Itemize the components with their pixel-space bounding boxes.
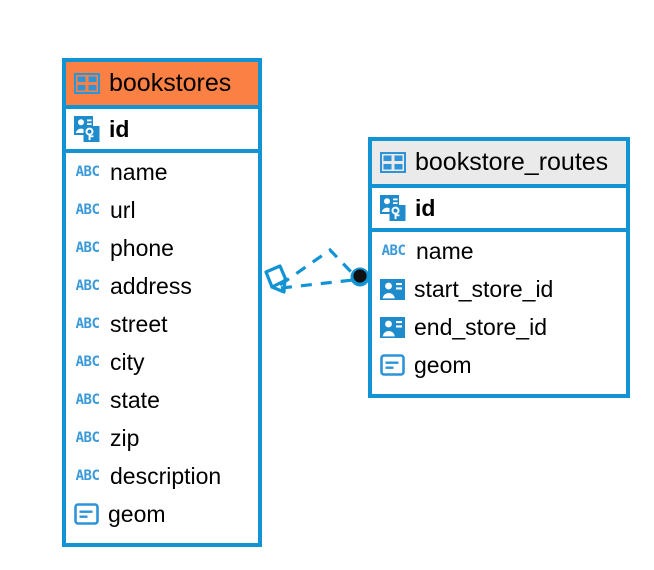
column-name-end-store-id: end_store_id xyxy=(414,313,547,340)
column-name-phone: phone xyxy=(110,234,174,261)
primary-key-icon xyxy=(380,195,406,221)
entity-table-bookstore-routes[interactable]: bookstore_routes id ABC name xyxy=(368,137,630,398)
relationship-line-end-store[interactable] xyxy=(280,278,354,290)
column-row-geom[interactable]: geom xyxy=(372,346,626,384)
table-name-bookstores: bookstores xyxy=(109,69,232,97)
table-name-bookstore-routes: bookstore_routes xyxy=(415,148,609,176)
column-row-geom[interactable]: geom xyxy=(66,495,258,533)
column-name-zip: zip xyxy=(110,424,140,451)
primary-key-icon xyxy=(74,116,100,142)
column-name-description: description xyxy=(110,462,222,489)
column-row-phone[interactable]: ABC phone xyxy=(66,229,258,267)
table-header-bookstores[interactable]: bookstores xyxy=(66,62,258,109)
geometry-icon xyxy=(380,354,405,376)
column-name-id: id xyxy=(415,194,436,221)
table-grid-icon xyxy=(74,73,100,94)
abc-text-icon: ABC xyxy=(381,243,406,259)
column-row-state[interactable]: ABC state xyxy=(66,381,258,419)
column-name-start-store-id: start_store_id xyxy=(414,275,554,302)
column-row-id[interactable]: id xyxy=(372,188,626,232)
column-row-id[interactable]: id xyxy=(66,109,258,153)
column-row-description[interactable]: ABC description xyxy=(66,457,258,495)
column-name-address: address xyxy=(110,272,192,299)
column-row-zip[interactable]: ABC zip xyxy=(66,419,258,457)
filled-circle-marker xyxy=(350,267,370,287)
column-name-geom: geom xyxy=(108,500,166,527)
column-name-name: name xyxy=(110,158,168,185)
column-name-geom: geom xyxy=(414,351,472,378)
abc-text-icon: ABC xyxy=(75,240,100,256)
abc-text-icon: ABC xyxy=(75,392,100,408)
abc-text-icon: ABC xyxy=(75,278,100,294)
column-name-state: state xyxy=(110,386,160,413)
foreign-key-icon xyxy=(380,278,405,300)
crows-foot-diamond-marker xyxy=(264,264,288,294)
entity-table-bookstores[interactable]: bookstores id ABC name ABC url xyxy=(62,58,262,547)
abc-text-icon: ABC xyxy=(75,164,100,180)
column-name-id: id xyxy=(109,115,130,142)
abc-text-icon: ABC xyxy=(75,468,100,484)
relationship-line-start-store[interactable] xyxy=(279,247,358,287)
column-name-street: street xyxy=(110,310,168,337)
column-row-street[interactable]: ABC street xyxy=(66,305,258,343)
table-header-bookstore-routes[interactable]: bookstore_routes xyxy=(372,141,626,188)
abc-text-icon: ABC xyxy=(75,430,100,446)
geometry-icon xyxy=(74,503,99,525)
column-row-end-store-id[interactable]: end_store_id xyxy=(372,308,626,346)
column-name-url: url xyxy=(110,196,136,223)
foreign-key-icon xyxy=(380,316,405,338)
table-grid-icon xyxy=(380,152,406,173)
column-name-name: name xyxy=(416,237,474,264)
column-row-start-store-id[interactable]: start_store_id xyxy=(372,270,626,308)
column-row-url[interactable]: ABC url xyxy=(66,191,258,229)
column-row-address[interactable]: ABC address xyxy=(66,267,258,305)
abc-text-icon: ABC xyxy=(75,202,100,218)
column-row-name[interactable]: ABC name xyxy=(372,232,626,270)
abc-text-icon: ABC xyxy=(75,316,100,332)
abc-text-icon: ABC xyxy=(75,354,100,370)
column-name-city: city xyxy=(110,348,145,375)
column-row-name[interactable]: ABC name xyxy=(66,153,258,191)
column-row-city[interactable]: ABC city xyxy=(66,343,258,381)
